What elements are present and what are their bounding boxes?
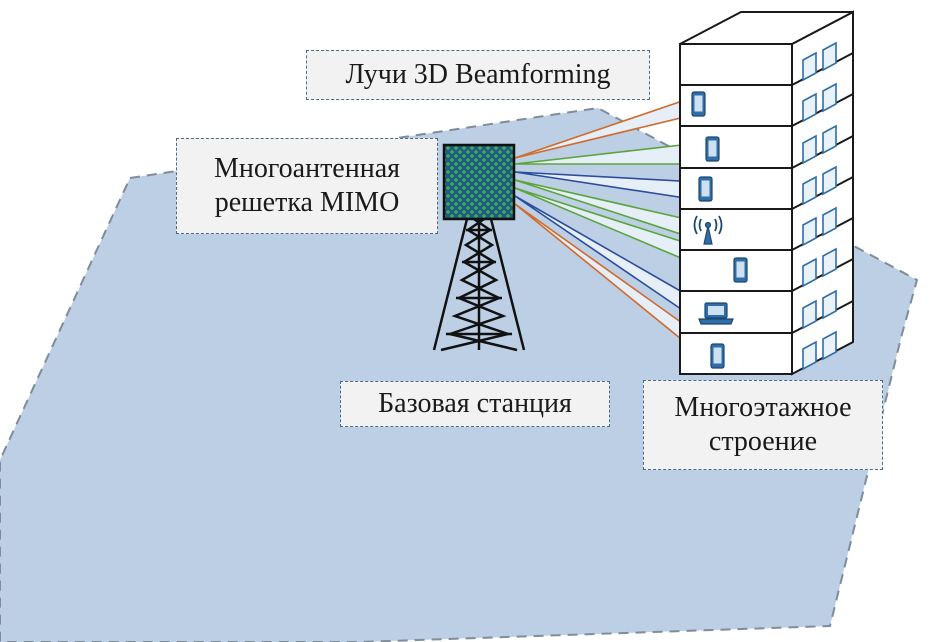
phone-icon: [698, 176, 713, 202]
mimo-label: Многоантенная решетка MIMO: [176, 138, 438, 234]
antenna-array: [442, 143, 516, 221]
building-label-line1: Многоэтажное: [674, 392, 852, 423]
tower: [432, 213, 526, 352]
devices: [691, 91, 748, 369]
mimo-label-line1: Многоантенная: [213, 153, 401, 184]
cell-tower-icon: [693, 215, 723, 245]
phone-icon: [691, 91, 706, 117]
building: [679, 10, 854, 376]
building-label-line2: строение: [708, 426, 818, 457]
laptop-icon: [698, 302, 734, 325]
phone-icon: [710, 343, 725, 369]
base-station-label: Базовая станция: [340, 381, 610, 427]
beams-label: Лучи 3D Beamforming: [306, 50, 650, 100]
beams-label-text: Лучи 3D Beamforming: [345, 59, 611, 90]
base-station-label-text: Базовая станция: [378, 388, 572, 419]
phone-icon: [705, 136, 720, 162]
phone-icon: [733, 257, 748, 283]
building-label: Многоэтажное строение: [643, 380, 883, 470]
mimo-label-line2: решетка MIMO: [214, 187, 400, 218]
